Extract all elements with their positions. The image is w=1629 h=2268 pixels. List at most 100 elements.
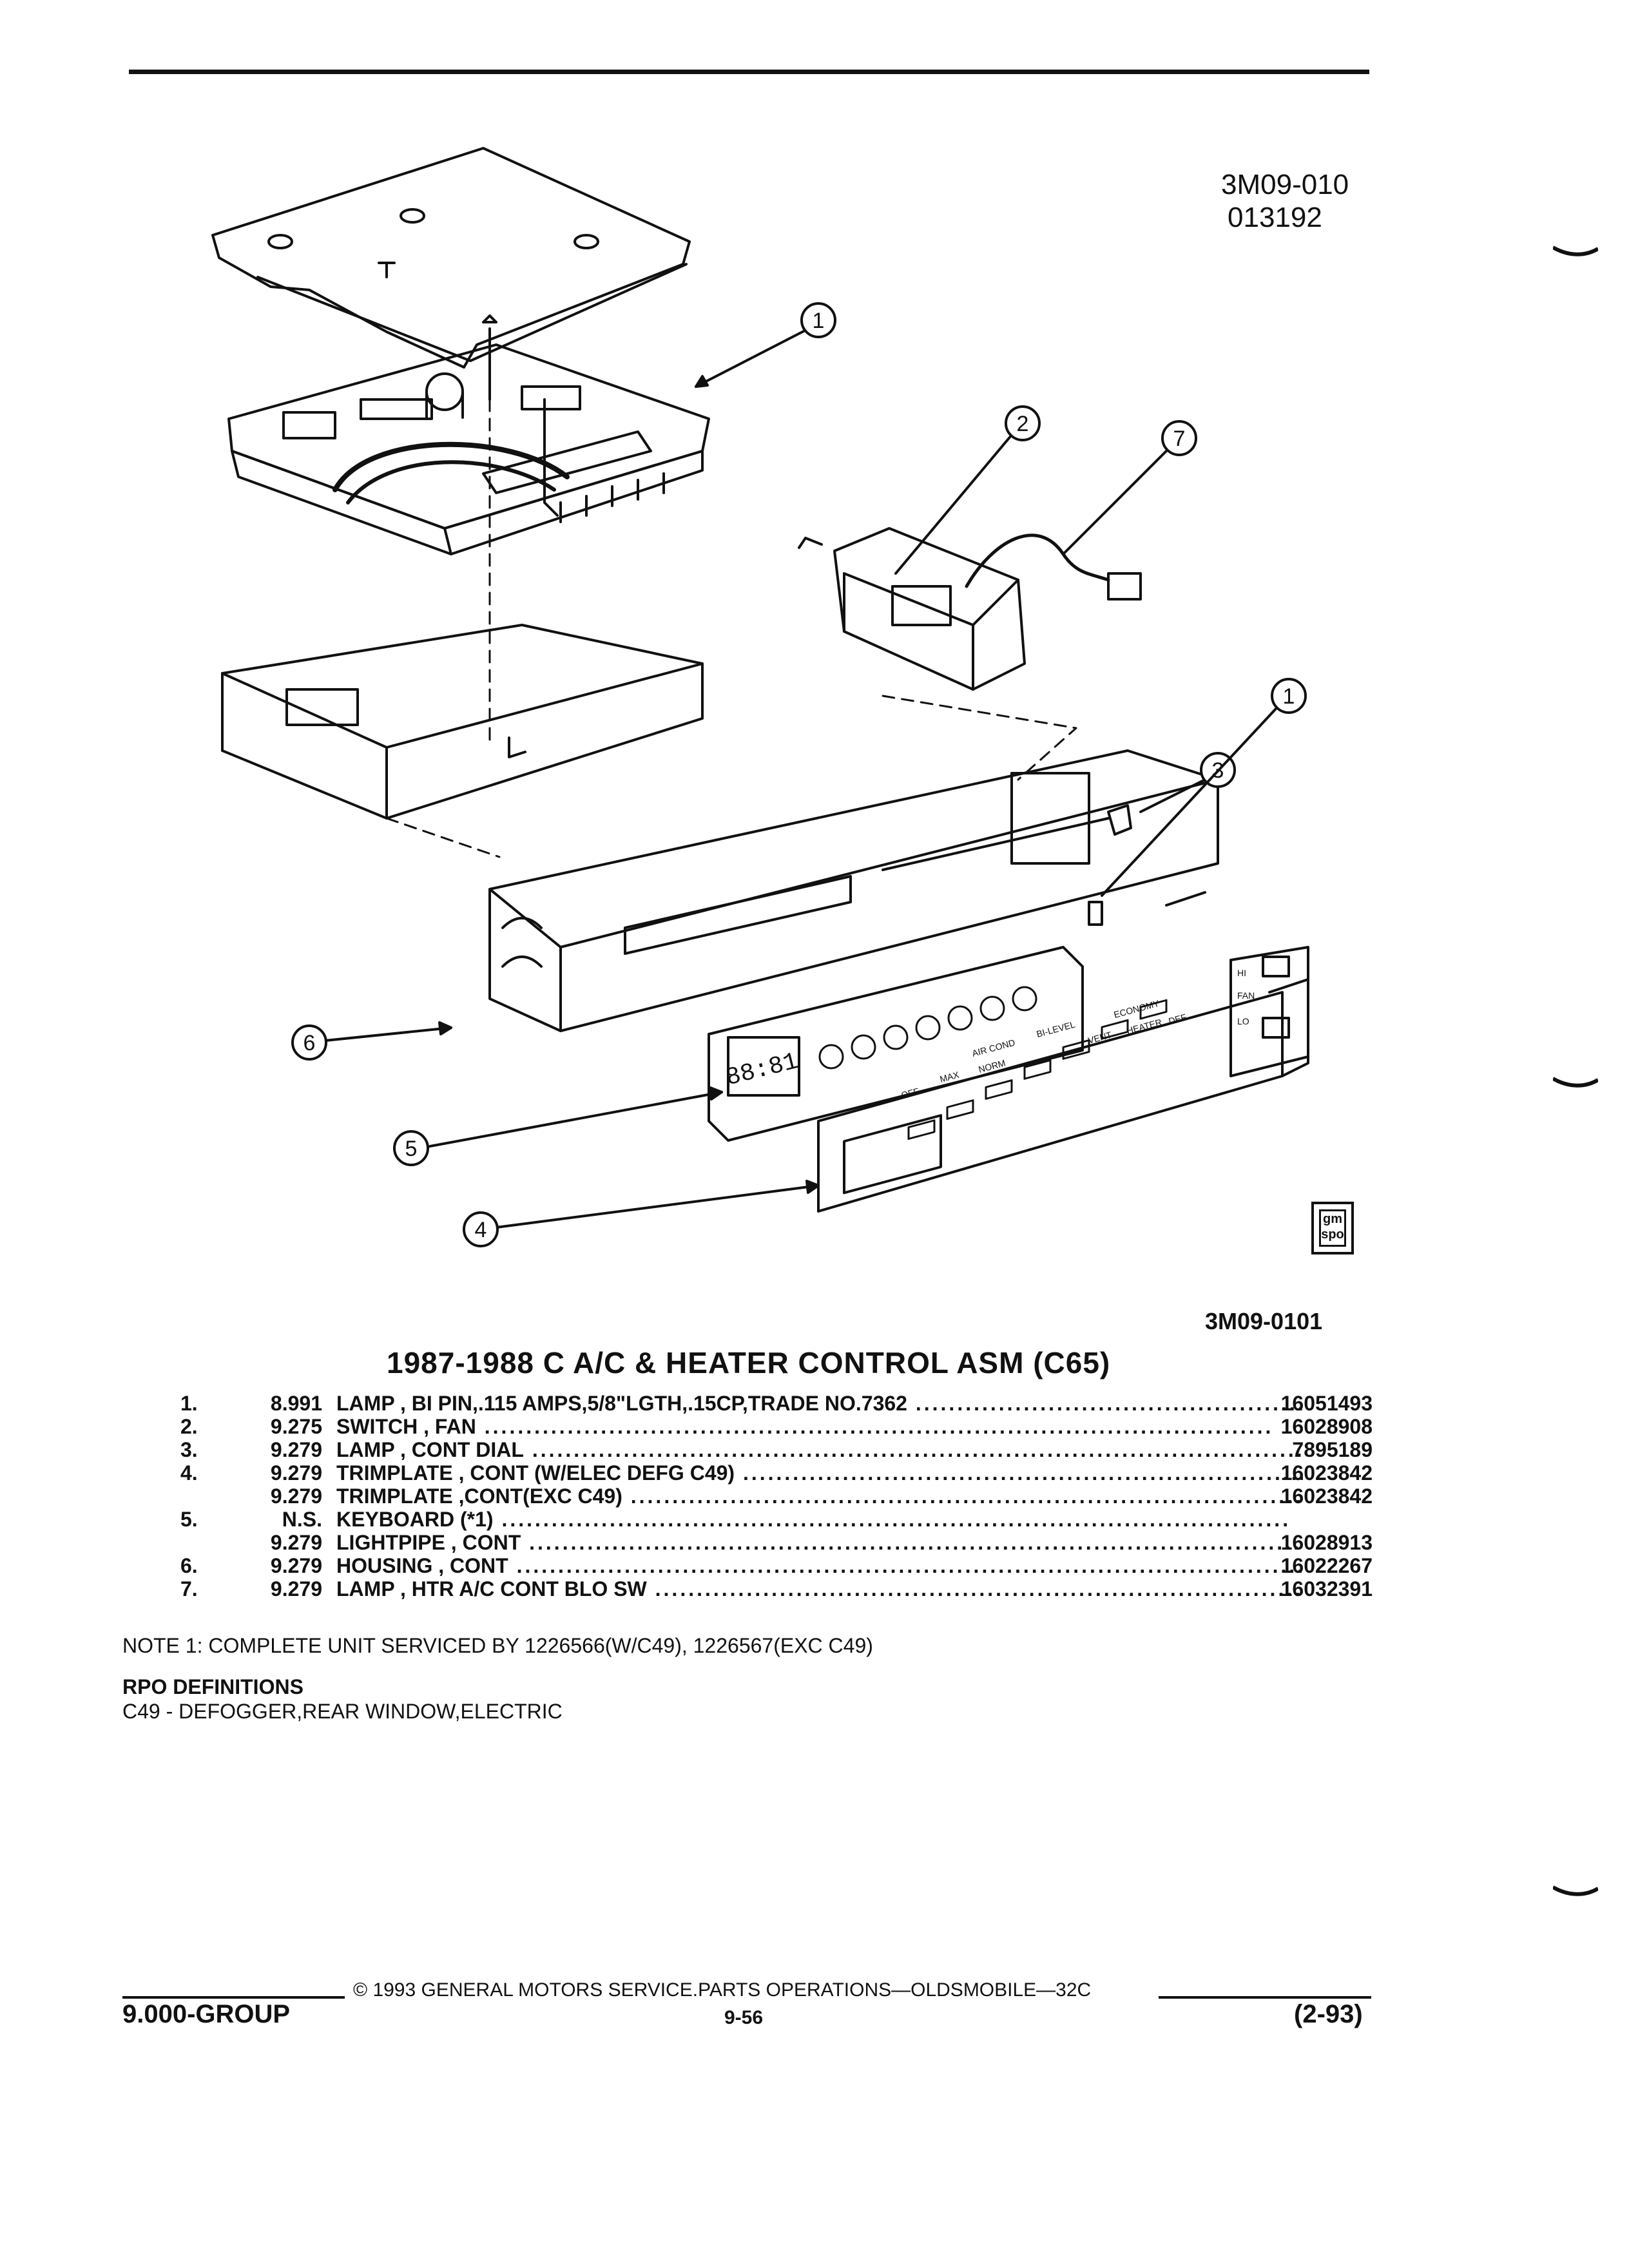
chassis	[221, 624, 704, 820]
gm-spo-logo: gm spo	[1311, 1202, 1354, 1254]
part-description: SWITCH , FAN ...........................…	[336, 1415, 1274, 1438]
parts-row: 6. 9.279 HOUSING , CONT ................…	[168, 1554, 1373, 1577]
item-number: 6.	[180, 1554, 198, 1577]
item-number: 7.	[180, 1577, 198, 1600]
part-number: 16032391	[1280, 1577, 1373, 1600]
panel-label-def: DEF	[1168, 1012, 1188, 1026]
part-description: TRIMPLATE ,CONT(EXC C49) ...............…	[336, 1485, 1303, 1508]
leader-1b	[1101, 707, 1277, 897]
callout-5-circle	[393, 1130, 429, 1166]
item-number: 4.	[180, 1461, 198, 1485]
callout-6-circle	[291, 1024, 327, 1061]
circuit-board	[227, 343, 710, 555]
part-description: LAMP , BI PIN,.115 AMPS,5/8"LGTH,.15CP,T…	[336, 1392, 1303, 1415]
lamp-rod	[543, 398, 559, 517]
footer-copyright: © 1993 GENERAL MOTORS SERVICE.PARTS OPER…	[353, 1979, 1092, 2001]
illustration-code-line2: 013192	[1228, 201, 1322, 233]
fan-switch	[798, 527, 1142, 691]
rpo-definition: C49 - DEFOGGER,REAR WINDOW,ELECTRIC	[122, 1700, 563, 1723]
item-number: 2.	[180, 1415, 198, 1438]
parts-row: 1. 8.991 LAMP , BI PIN,.115 AMPS,5/8"LGT…	[168, 1392, 1373, 1415]
parts-row: 3. 9.279 LAMP , CONT DIAL ..............…	[168, 1438, 1373, 1461]
panel-label-air-cond: AIR COND	[971, 1037, 1016, 1059]
part-description: HOUSING , CONT .........................…	[336, 1554, 1303, 1577]
parts-list: 1. 8.991 LAMP , BI PIN,.115 AMPS,5/8"LGT…	[168, 1392, 1373, 1600]
part-number: 16023842	[1280, 1461, 1373, 1485]
group-number: 8.991	[270, 1392, 322, 1415]
page-title: 1987-1988 C A/C & HEATER CONTROL ASM (C6…	[387, 1346, 1111, 1379]
screw	[482, 314, 497, 401]
trimplate: AIR COND BI-LEVEL ECONOMY VENT HEATER DE…	[817, 968, 1309, 1213]
illustration-code: 3M09-010 013192	[1221, 169, 1349, 234]
lamp-dial	[1107, 804, 1132, 836]
item-number: 5.	[180, 1508, 198, 1531]
callout-1b-circle	[1271, 678, 1307, 714]
parts-row: 9.279 LIGHTPIPE , CONT .................…	[168, 1531, 1373, 1554]
fan-hi-button	[1262, 956, 1290, 977]
leader-6	[324, 1026, 452, 1042]
part-description: TRIMPLATE , CONT (W/ELEC DEFG C49) .....…	[336, 1461, 1303, 1485]
item-number: 3.	[180, 1438, 198, 1461]
callout-7-circle	[1161, 420, 1197, 456]
panel-label-fan: FAN	[1237, 990, 1255, 1001]
footer-date: (2-93)	[1294, 2000, 1363, 2028]
leader-3	[1139, 778, 1206, 813]
illustration-code-line1: 3M09-010	[1221, 169, 1349, 200]
part-number: 16028913	[1280, 1531, 1373, 1554]
panel-label-off: OFF	[900, 1086, 920, 1100]
group-number: 9.279	[270, 1485, 322, 1508]
parts-row: 2. 9.275 SWITCH , FAN ..................…	[168, 1415, 1373, 1438]
part-description: LAMP , HTR A/C CONT BLO SW .............…	[336, 1577, 1303, 1600]
leader-4	[495, 1184, 820, 1229]
callout-7-label: 7	[1173, 427, 1186, 451]
footer-rule-left	[122, 1996, 345, 1999]
callout-4-label: 4	[475, 1218, 487, 1242]
panel-label-heater: HEATER	[1126, 1017, 1163, 1036]
leader-5	[425, 1091, 723, 1148]
rpo-definitions-heading: RPO DEFINITIONS	[122, 1675, 304, 1698]
callout-2-circle	[1005, 405, 1041, 441]
part-number: 16051493	[1280, 1392, 1373, 1415]
keyboard: 88:81	[708, 946, 1084, 1142]
part-description: KEYBOARD (*1) ..........................…	[336, 1508, 1291, 1531]
callout-1b-label: 1	[1283, 684, 1295, 709]
lightpipe-lamp	[1088, 901, 1103, 926]
footer-rule-right	[1159, 1996, 1371, 1999]
footer-page-number: 9-56	[724, 2007, 764, 2028]
callout-5-label: 5	[405, 1137, 418, 1161]
service-note: NOTE 1: COMPLETE UNIT SERVICED BY 122656…	[122, 1634, 873, 1657]
housing	[488, 749, 1219, 1032]
panel-label-bi-level: BI-LEVEL	[1036, 1019, 1077, 1039]
top-cover	[211, 147, 691, 369]
binder-mark-middle	[1553, 1077, 1598, 1088]
parts-row: 7. 9.279 LAMP , HTR A/C CONT BLO SW ....…	[168, 1577, 1373, 1600]
leader-1a	[695, 327, 810, 388]
fan-lo-button	[1262, 1017, 1290, 1039]
callout-1a-label: 1	[813, 309, 825, 333]
panel-label-economy: ECONOMY	[1113, 998, 1161, 1020]
parts-row: 9.279 TRIMPLATE ,CONT(EXC C49) .........…	[168, 1485, 1373, 1508]
part-number: 16022267	[1280, 1554, 1373, 1577]
callout-1a-circle	[800, 302, 836, 338]
callout-4-circle	[463, 1211, 499, 1247]
part-description: LAMP , CONT DIAL .......................…	[336, 1438, 1303, 1461]
binder-mark-bottom	[1553, 1885, 1598, 1896]
top-rule	[129, 70, 1369, 74]
small-screw	[1165, 891, 1206, 907]
keyboard-display: 88:81	[723, 1048, 801, 1092]
group-number: 9.279	[270, 1461, 322, 1485]
group-number: 9.279	[270, 1554, 322, 1577]
footer-group: 9.000-GROUP	[122, 2000, 291, 2028]
item-number: 1.	[180, 1392, 198, 1415]
panel-label-max: MAX	[939, 1069, 961, 1084]
fan-panel	[1229, 946, 1309, 1077]
leader-2	[894, 434, 1013, 575]
part-description: LIGHTPIPE , CONT .......................…	[336, 1531, 1303, 1554]
group-number: N.S.	[282, 1508, 322, 1531]
group-number: 9.279	[270, 1577, 322, 1600]
part-number: 16028908	[1280, 1415, 1373, 1438]
callout-6-label: 6	[304, 1031, 316, 1055]
leader-7	[1062, 450, 1168, 555]
gm-spo-logo-text: gm spo	[1319, 1209, 1346, 1247]
binder-mark-top	[1553, 245, 1598, 256]
